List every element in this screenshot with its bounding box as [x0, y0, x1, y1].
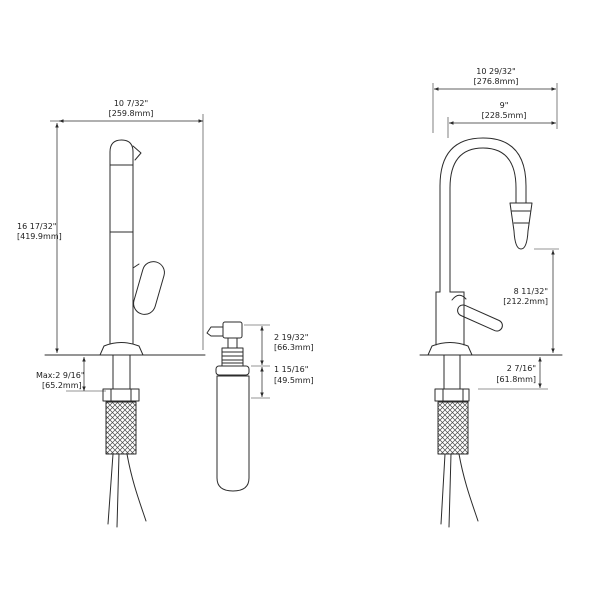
right-faucet-side-view [419, 137, 563, 356]
dim-left-max-deck: Max:2 9/16" [65.2mm] [36, 357, 106, 392]
label-right-overall-in: 10 29/32" [476, 67, 515, 76]
left-under-counter-hardware [102, 354, 147, 528]
label-left-max-mm: [65.2mm] [42, 381, 82, 390]
label-left-max-in: Max:2 9/16" [36, 371, 85, 380]
dim-left-height: 16 17/32" [419.9mm] [17, 120, 64, 353]
label-dispenser-h2-in: 1 15/16" [274, 365, 308, 374]
label-dispenser-h2-mm: [49.5mm] [274, 376, 314, 385]
soap-dispenser-view [206, 321, 250, 492]
dim-right-deck-thickness: 2 7/16" [61.8mm] [478, 357, 548, 390]
label-right-height-in: 8 11/32" [514, 287, 548, 296]
label-right-height-mm: [212.2mm] [503, 297, 548, 306]
label-left-width-mm: [259.8mm] [109, 109, 154, 118]
dim-right-spout-reach: 9" [228.5mm] [447, 101, 556, 138]
dim-dispenser-collar: 1 15/16" [49.5mm] [251, 365, 314, 399]
label-dispenser-h1-mm: [66.3mm] [274, 343, 314, 352]
dim-right-spout-height: 8 11/32" [212.2mm] [503, 248, 559, 353]
label-right-reach-mm: [228.5mm] [482, 111, 527, 120]
dim-dispenser-height: 2 19/32" [66.3mm] [244, 324, 314, 367]
label-right-deck-in: 2 7/16" [507, 364, 536, 373]
label-left-height-in: 16 17/32" [17, 222, 56, 231]
right-under-counter-hardware [434, 354, 479, 528]
label-right-reach-in: 9" [500, 101, 509, 110]
label-left-width-in: 10 7/32" [114, 99, 148, 108]
label-right-deck-mm: [61.8mm] [496, 375, 536, 384]
label-dispenser-h1-in: 2 19/32" [274, 333, 308, 342]
label-left-height-mm: [419.9mm] [17, 232, 62, 241]
dim-right-overall-width: 10 29/32" [276.8mm] [432, 67, 558, 133]
left-faucet-front-view [44, 139, 206, 356]
label-right-overall-mm: [276.8mm] [474, 77, 519, 86]
dim-left-width: 10 7/32" [259.8mm] [59, 99, 204, 350]
